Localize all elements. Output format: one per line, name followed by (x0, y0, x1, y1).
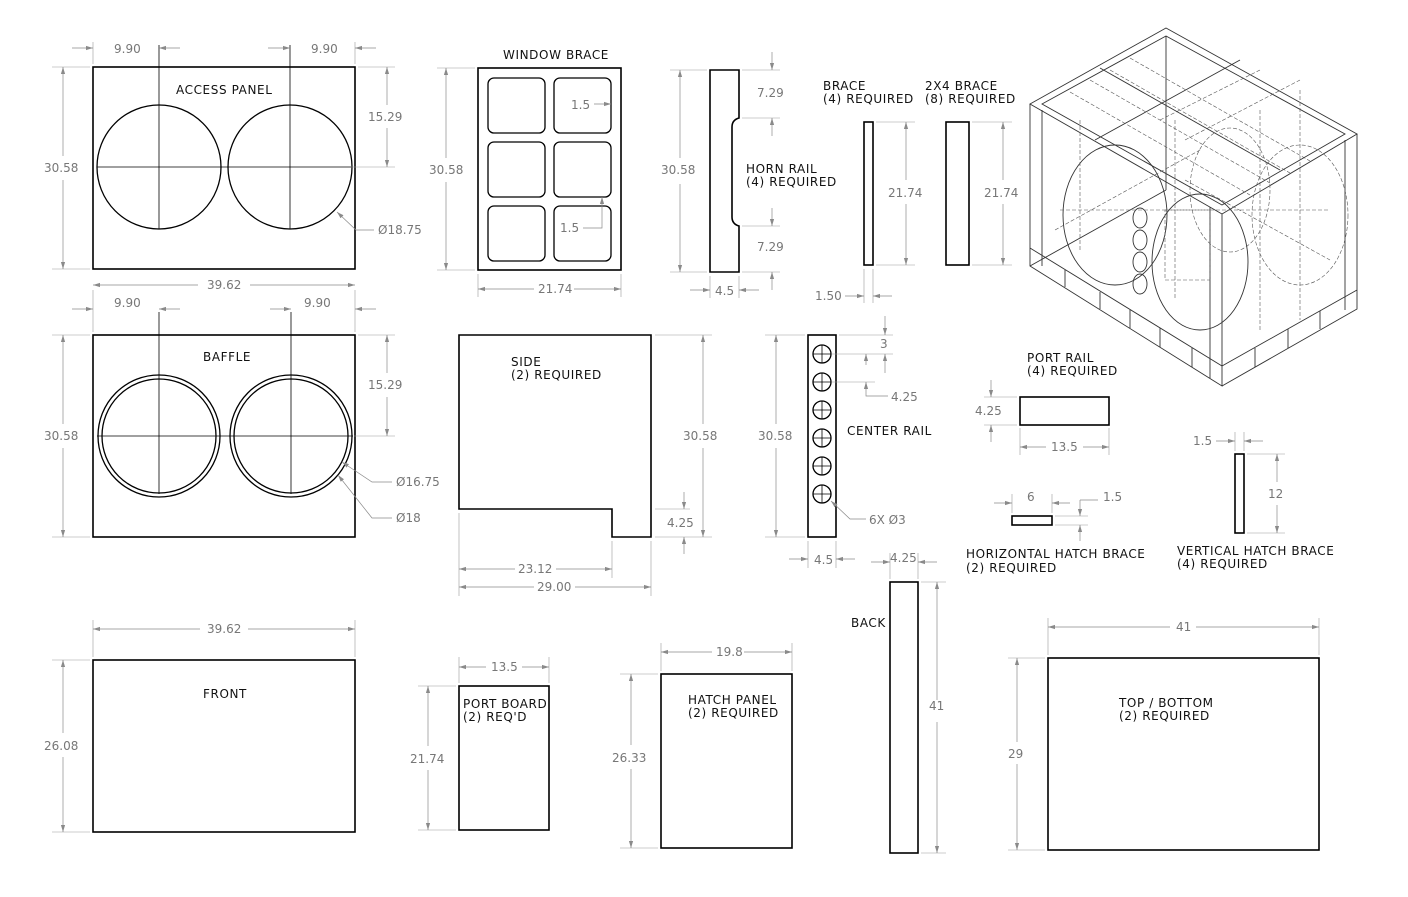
sd-height-dim: 30.58 (683, 429, 717, 443)
pr-width-dim: 13.5 (1051, 440, 1078, 454)
baffle: BAFFLE 9.90 9.90 30.58 15.29 Ø16.75 Ø18 (44, 290, 440, 538)
window-brace-label: WINDOW BRACE (503, 48, 609, 62)
back-label: BACK (851, 616, 886, 630)
v-hatch-label: VERTICAL HATCH BRACE (1177, 544, 1334, 558)
cr-pitch-dim: 4.25 (891, 390, 918, 404)
side: SIDE (2) REQUIRED 30.58 4.25 23.12 29.00 (458, 334, 717, 596)
brace-2x4-qty: (8) REQUIRED (925, 92, 1016, 106)
ap-height-dim: 30.58 (44, 161, 78, 175)
hh-width-dim: 6 (1027, 490, 1035, 504)
hh-thick-dim: 1.5 (1103, 490, 1122, 504)
horizontal-hatch-brace: HORIZONTAL HATCH BRACE (2) REQUIRED 6 1.… (966, 490, 1145, 575)
wb-inner-dim: 1.5 (571, 98, 590, 112)
port-rail-label: PORT RAIL (1027, 351, 1094, 365)
sd-w2-dim: 29.00 (537, 580, 571, 594)
brace-2x4: 2X4 BRACE (8) REQUIRED 21.74 (925, 79, 1018, 266)
hatch-panel-qty: (2) REQUIRED (688, 706, 779, 720)
center-rail-label: CENTER RAIL (847, 424, 932, 438)
wb-inner2-dim: 1.5 (560, 221, 579, 235)
hr-bottom-dim: 7.29 (757, 240, 784, 254)
side-qty: (2) REQUIRED (511, 368, 602, 382)
fr-height-dim: 26.08 (44, 739, 78, 753)
side-label: SIDE (511, 355, 541, 369)
port-board-label: PORT BOARD (463, 697, 547, 711)
pb-height-dim: 21.74 (410, 752, 444, 766)
b24-height-dim: 21.74 (984, 186, 1018, 200)
front-label: FRONT (203, 687, 247, 701)
bk-height-dim: 41 (929, 699, 944, 713)
tb-width-dim: 41 (1176, 620, 1191, 634)
h-hatch-qty: (2) REQUIRED (966, 561, 1057, 575)
vertical-hatch-brace: VERTICAL HATCH BRACE (4) REQUIRED 1.5 12 (1177, 432, 1334, 571)
bf-height-dim: 30.58 (44, 429, 78, 443)
sd-w1-dim: 23.12 (518, 562, 552, 576)
back: BACK 4.25 41 (851, 551, 946, 854)
bf-left-dim: 9.90 (114, 296, 141, 310)
top-bottom-qty: (2) REQUIRED (1119, 709, 1210, 723)
cr-width-dim: 4.5 (814, 553, 833, 567)
access-panel-label: ACCESS PANEL (176, 83, 273, 97)
hr-height-dim: 30.58 (661, 163, 695, 177)
horn-rail: HORN RAIL (4) REQUIRED 7.29 7.29 30.58 4… (661, 52, 837, 298)
front: FRONT 39.62 26.08 (44, 620, 356, 833)
horn-rail-label: HORN RAIL (746, 162, 817, 176)
vh-height-dim: 12 (1268, 487, 1283, 501)
ap-dia-dim: Ø18.75 (378, 223, 422, 237)
vh-thick-dim: 1.5 (1193, 434, 1212, 448)
bf-right-dim: 9.90 (304, 296, 331, 310)
ap-left-dim: 9.90 (114, 42, 141, 56)
top-bottom: TOP / BOTTOM (2) REQUIRED 41 29 (1008, 618, 1320, 851)
brace: BRACE (4) REQUIRED 21.74 1.50 (815, 79, 922, 303)
center-rail: CENTER RAIL 3 4.25 30.58 6X Ø3 4.5 (758, 316, 932, 568)
bf-dia2-dim: Ø18 (396, 511, 421, 525)
horn-rail-qty: (4) REQUIRED (746, 175, 837, 189)
tb-height-dim: 29 (1008, 747, 1023, 761)
bf-hole-dim: 15.29 (368, 378, 402, 392)
brace-qty: (4) REQUIRED (823, 92, 914, 106)
hp-height-dim: 26.33 (612, 751, 646, 765)
assembly-isometric-view (1029, 27, 1358, 387)
bk-width-dim: 4.25 (890, 551, 917, 565)
port-board-qty: (2) REQ'D (463, 710, 527, 724)
hr-thick-dim: 4.5 (715, 284, 734, 298)
sd-notch-dim: 4.25 (667, 516, 694, 530)
port-board: PORT BOARD (2) REQ'D 13.5 21.74 (410, 657, 550, 831)
hatch-panel-label: HATCH PANEL (688, 693, 777, 707)
br-thick-dim: 1.50 (815, 289, 842, 303)
ap-hole-dim: 15.29 (368, 110, 402, 124)
window-brace: WINDOW BRACE 1.5 1.5 30.58 21.74 (429, 48, 622, 297)
wb-width-dim: 21.74 (538, 282, 572, 296)
h-hatch-label: HORIZONTAL HATCH BRACE (966, 547, 1145, 561)
ap-width-dim: 39.62 (207, 278, 241, 292)
v-hatch-qty: (4) REQUIRED (1177, 557, 1268, 571)
brace-2x4-label: 2X4 BRACE (925, 79, 998, 93)
cr-height-dim: 30.58 (758, 429, 792, 443)
bf-dia1-dim: Ø16.75 (396, 475, 440, 489)
brace-label: BRACE (823, 79, 866, 93)
pb-width-dim: 13.5 (491, 660, 518, 674)
pr-height-dim: 4.25 (975, 404, 1002, 418)
hatch-panel: HATCH PANEL (2) REQUIRED 19.8 26.33 (612, 643, 793, 849)
cr-holes-dim: 6X Ø3 (869, 513, 906, 527)
top-bottom-label: TOP / BOTTOM (1118, 696, 1214, 710)
access-panel: ACCESS PANEL 9.90 9.90 30.58 15.29 Ø18.7… (44, 42, 422, 292)
hp-width-dim: 19.8 (716, 645, 743, 659)
port-rail: PORT RAIL (4) REQUIRED 4.25 13.5 (975, 351, 1118, 455)
hr-top-dim: 7.29 (757, 86, 784, 100)
br-height-dim: 21.74 (888, 186, 922, 200)
ap-right-dim: 9.90 (311, 42, 338, 56)
fr-width-dim: 39.62 (207, 622, 241, 636)
wb-height-dim: 30.58 (429, 163, 463, 177)
cr-top-dim: 3 (880, 337, 888, 351)
port-rail-qty: (4) REQUIRED (1027, 364, 1118, 378)
baffle-label: BAFFLE (203, 350, 251, 364)
